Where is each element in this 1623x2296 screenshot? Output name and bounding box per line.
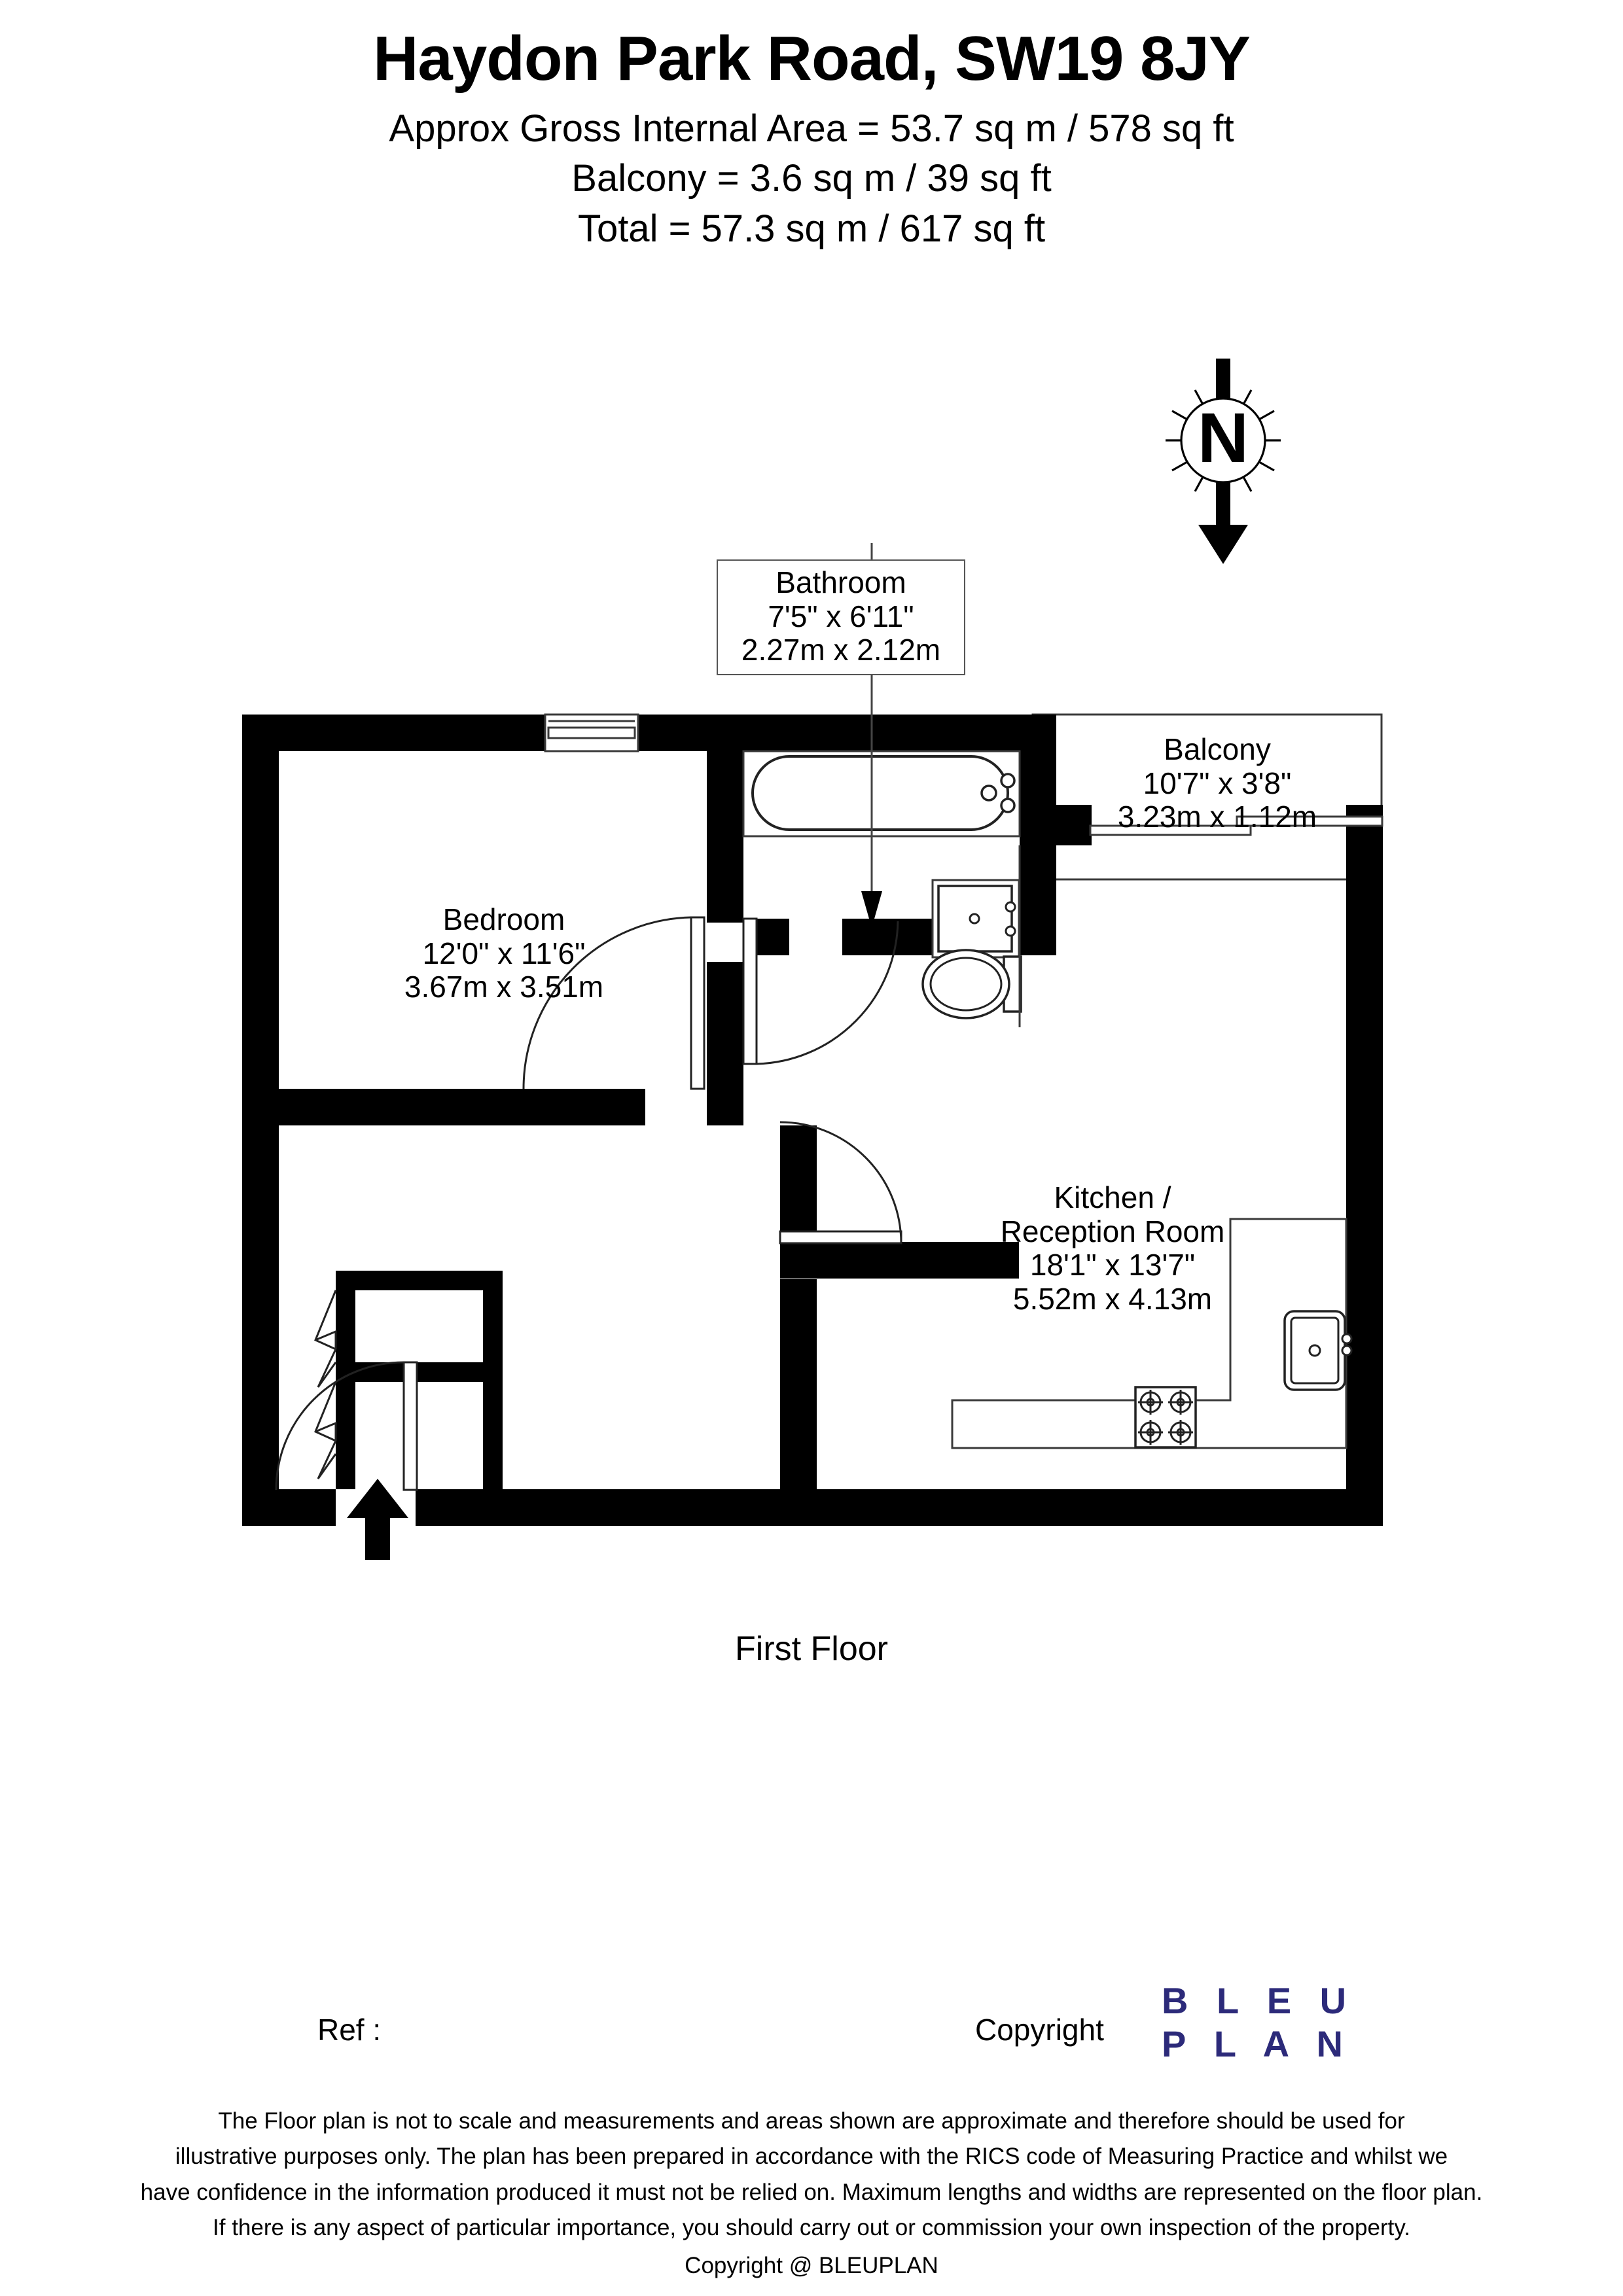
area-line-gross: Approx Gross Internal Area = 53.7 sq m /… bbox=[389, 107, 1234, 150]
cupboard-upper-doors bbox=[314, 1290, 337, 1388]
room-imperial-bedroom: 12'0" x 11'6" bbox=[422, 936, 586, 970]
disclaimer-line-4: If there is any aspect of particular imp… bbox=[213, 2214, 1410, 2240]
ref-label: Ref : bbox=[317, 2013, 382, 2047]
cupboard-lower-doors bbox=[314, 1381, 337, 1479]
room-name-kitchen-line1: Kitchen / bbox=[1054, 1180, 1171, 1214]
room-imperial-balcony: 10'7" x 3'8" bbox=[1143, 766, 1292, 800]
kitchen-sink bbox=[1283, 1310, 1353, 1391]
page-title: Haydon Park Road, SW19 8JY bbox=[373, 24, 1251, 94]
disclaimer-line-2: illustrative purposes only. The plan has… bbox=[175, 2144, 1448, 2170]
toilet bbox=[921, 845, 1022, 1027]
bedroom-door bbox=[522, 916, 705, 1090]
area-line-balcony: Balcony = 3.6 sq m / 39 sq ft bbox=[571, 157, 1052, 200]
room-name-balcony: Balcony bbox=[1164, 732, 1271, 766]
room-imperial-bathroom: 7'5" x 6'11" bbox=[768, 599, 914, 633]
compass-rose: N bbox=[1149, 353, 1338, 569]
room-label-balcony: Balcony 10'7" x 3'8" 3.23m x 1.12m bbox=[1086, 732, 1348, 834]
room-label-kitchen: Kitchen / Reception Room 18'1" x 13'7" 5… bbox=[975, 1180, 1250, 1316]
bathroom-door bbox=[742, 917, 899, 1065]
room-metric-bathroom: 2.27m x 2.12m bbox=[741, 633, 941, 667]
room-metric-balcony: 3.23m x 1.12m bbox=[1117, 800, 1317, 834]
copyright-label: Copyright bbox=[975, 2013, 1104, 2047]
floor-level-label: First Floor bbox=[735, 1630, 888, 1668]
compass-icon: N bbox=[1166, 359, 1281, 564]
disclaimer-line-3: have confidence in the information produ… bbox=[140, 2179, 1483, 2205]
copyright-statement: Copyright @ BLEUPLAN bbox=[685, 2253, 938, 2278]
room-imperial-kitchen: 18'1" x 13'7" bbox=[1029, 1248, 1196, 1282]
room-name-kitchen-line2: Reception Room bbox=[1000, 1214, 1225, 1248]
room-name-bedroom: Bedroom bbox=[442, 902, 565, 936]
area-line-total: Total = 57.3 sq m / 617 sq ft bbox=[577, 207, 1046, 250]
hall-kitchen-door bbox=[779, 1121, 902, 1245]
compass-north-letter: N bbox=[1198, 398, 1249, 477]
disclaimer-block: The Floor plan is not to scale and measu… bbox=[0, 2104, 1623, 2284]
room-metric-bedroom: 3.67m x 3.51m bbox=[404, 970, 604, 1004]
room-metric-kitchen: 5.52m x 4.13m bbox=[1012, 1281, 1213, 1316]
disclaimer-line-1: The Floor plan is not to scale and measu… bbox=[218, 2108, 1405, 2134]
entrance-door bbox=[275, 1361, 418, 1491]
bedroom-window bbox=[544, 713, 639, 752]
room-label-bathroom: Bathroom 7'5" x 6'11" 2.27m x 2.12m bbox=[717, 559, 965, 675]
room-label-bedroom: Bedroom 12'0" x 11'6" 3.67m x 3.51m bbox=[363, 902, 645, 1004]
bleuplan-logo: B L E U P L A N bbox=[1162, 1979, 1358, 2066]
header: Haydon Park Road, SW19 8JY Approx Gross … bbox=[0, 26, 1623, 254]
hob-cooker bbox=[1134, 1386, 1197, 1449]
balcony-sliding-door bbox=[1089, 815, 1383, 836]
floorplan-svg bbox=[242, 285, 1383, 1560]
footer-row: Ref : Copyright B L E U P L A N bbox=[0, 1980, 1623, 2077]
wash-basin bbox=[931, 879, 1020, 959]
floorplan-drawing bbox=[0, 285, 1623, 1721]
balcony-outline bbox=[1031, 713, 1383, 881]
kitchen-counter bbox=[951, 1218, 1347, 1449]
logo-line-1: B L E U bbox=[1162, 1980, 1356, 2021]
bath-tub bbox=[742, 750, 1021, 838]
logo-line-2: P L A N bbox=[1162, 2023, 1352, 2065]
entry-arrow bbox=[347, 1479, 408, 1560]
room-name-bathroom: Bathroom bbox=[776, 565, 906, 599]
